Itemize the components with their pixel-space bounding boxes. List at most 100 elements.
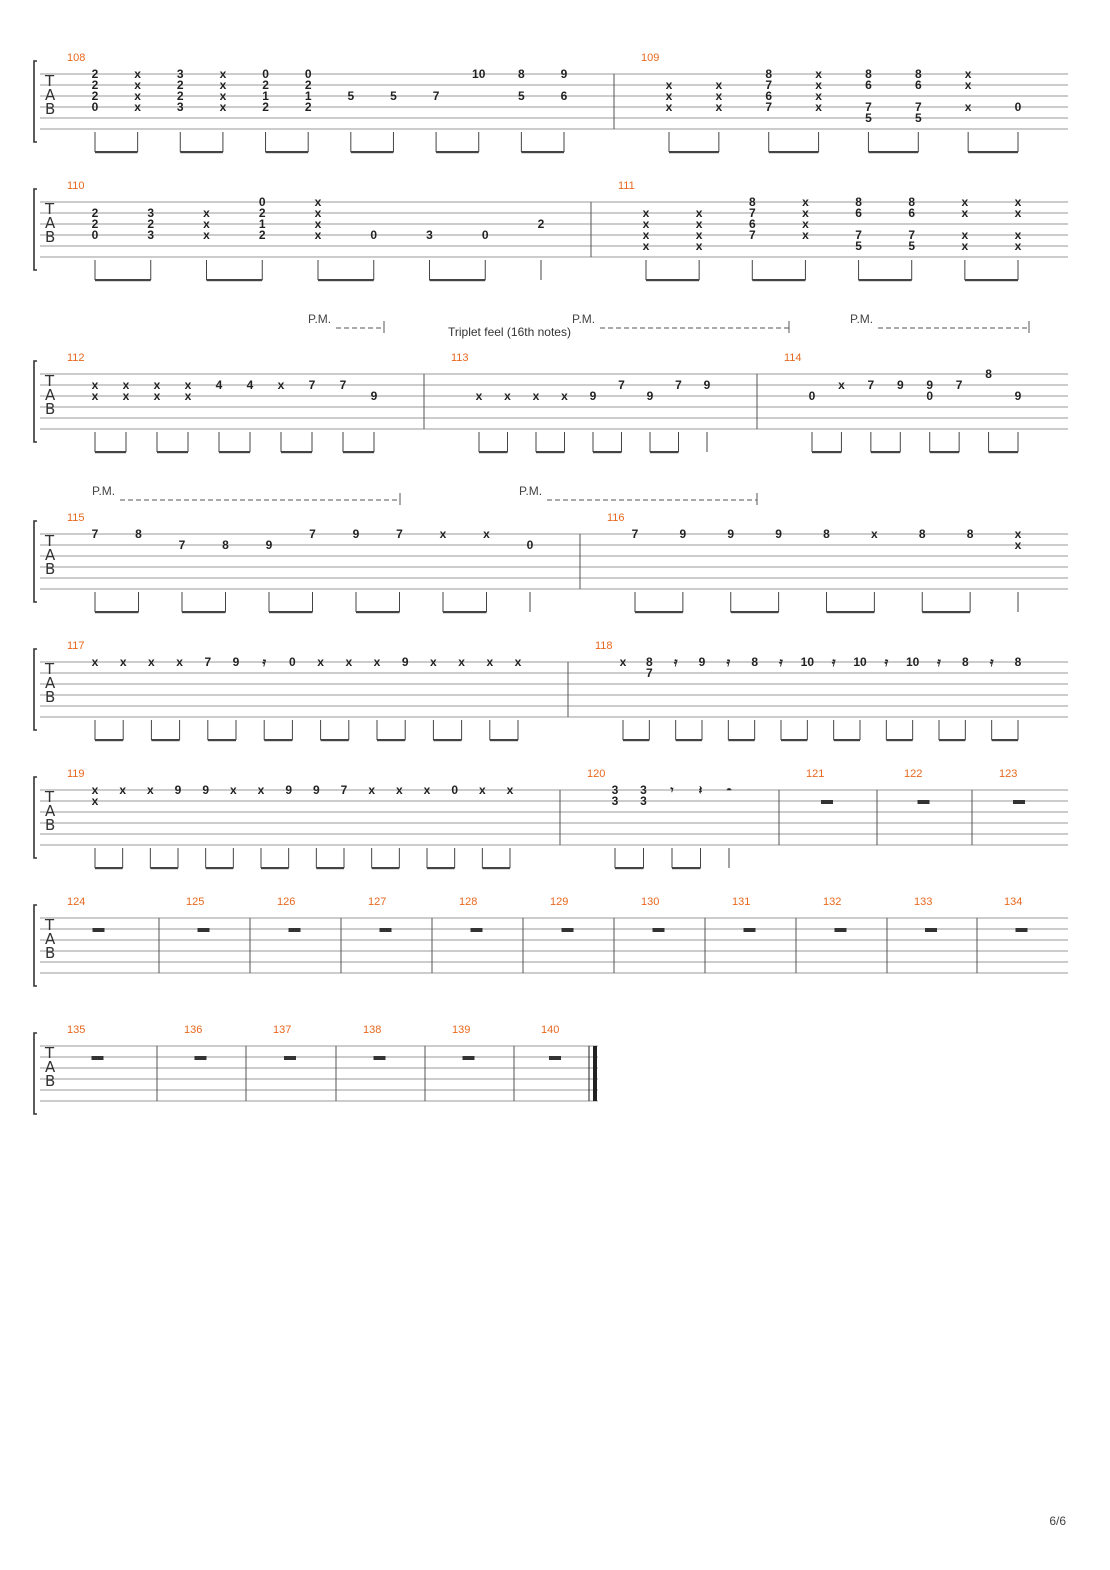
page-number: 6/6 bbox=[1049, 1514, 1066, 1528]
fret-number: x bbox=[203, 228, 210, 242]
beam bbox=[968, 151, 1018, 154]
fret-number: 𝄿 bbox=[261, 655, 266, 669]
fret-number: x bbox=[643, 217, 650, 231]
tab-clef-letter: B bbox=[45, 688, 55, 706]
fret-number: x bbox=[1015, 527, 1022, 541]
fret-number: x bbox=[1015, 538, 1022, 552]
tab-clef-letter: T bbox=[44, 1044, 55, 1062]
beam bbox=[939, 739, 966, 742]
system-bracket bbox=[33, 1032, 37, 1115]
fret-number: 2 bbox=[177, 89, 184, 103]
fret-number: 7 bbox=[204, 655, 211, 669]
fret-number: x bbox=[92, 378, 99, 392]
fret-number: 4 bbox=[216, 378, 223, 392]
beam bbox=[479, 451, 508, 454]
tab-clef-letter: B bbox=[45, 560, 55, 578]
fret-number: 8 bbox=[751, 655, 758, 669]
fret-number: 8 bbox=[518, 67, 525, 81]
fret-number: 8 bbox=[135, 527, 142, 541]
whole-rest bbox=[652, 928, 665, 932]
fret-number: 8 bbox=[1015, 655, 1022, 669]
fret-number: x bbox=[92, 783, 99, 797]
fret-number: 7 bbox=[92, 527, 99, 541]
fret-number: x bbox=[962, 228, 969, 242]
fret-number: 3 bbox=[426, 228, 433, 242]
beam bbox=[356, 611, 400, 614]
fret-number: 2 bbox=[92, 89, 99, 103]
beam bbox=[922, 611, 971, 614]
fret-number: x bbox=[643, 228, 650, 242]
measure-number: 110 bbox=[67, 180, 85, 192]
beam bbox=[429, 279, 486, 282]
fret-number: x bbox=[666, 89, 673, 103]
fret-number: x bbox=[123, 389, 130, 403]
fret-number: 2 bbox=[92, 217, 99, 231]
measure-number: 132 bbox=[823, 896, 841, 908]
tab-clef-letter: T bbox=[44, 660, 55, 678]
fret-number: x bbox=[815, 78, 822, 92]
beam bbox=[870, 451, 901, 454]
whole-rest bbox=[462, 1056, 475, 1060]
whole-rest bbox=[92, 928, 105, 932]
fret-number: 5 bbox=[865, 111, 872, 125]
fret-number: 1 bbox=[259, 217, 266, 231]
beam bbox=[623, 739, 650, 742]
measure-number: 109 bbox=[641, 52, 659, 64]
whole-rest bbox=[470, 928, 483, 932]
fret-number: x bbox=[258, 783, 265, 797]
beam bbox=[261, 867, 289, 870]
fret-number: x bbox=[154, 378, 161, 392]
measure-number: 113 bbox=[451, 352, 469, 364]
fret-number: 5 bbox=[915, 111, 922, 125]
fret-number: 3 bbox=[612, 783, 619, 797]
measure-number: 127 bbox=[368, 896, 386, 908]
measure-number: 119 bbox=[67, 768, 85, 780]
beam bbox=[728, 739, 755, 742]
fret-number: x bbox=[965, 100, 972, 114]
beam bbox=[151, 739, 180, 742]
fret-number: 7 bbox=[855, 228, 862, 242]
fret-number: 7 bbox=[646, 666, 653, 680]
fret-number: 5 bbox=[518, 89, 525, 103]
fret-number: x bbox=[134, 89, 141, 103]
fret-number: 7 bbox=[765, 78, 772, 92]
tab-clef-letter: T bbox=[44, 372, 55, 390]
whole-rest bbox=[917, 800, 930, 804]
fret-number: 2 bbox=[92, 67, 99, 81]
measure-number: 111 bbox=[618, 180, 635, 192]
fret-number: x bbox=[315, 206, 322, 220]
fret-number: 10 bbox=[801, 655, 815, 669]
fret-number: 8 bbox=[967, 527, 974, 541]
fret-number: 9 bbox=[680, 527, 687, 541]
fret-number: 0 bbox=[289, 655, 296, 669]
fret-number: x bbox=[220, 78, 227, 92]
fret-number: 9 bbox=[561, 67, 568, 81]
tab-clef-letter: A bbox=[45, 1058, 56, 1076]
fret-number: 4 bbox=[247, 378, 254, 392]
tab-clef-letter: A bbox=[45, 386, 56, 404]
beam bbox=[752, 279, 806, 282]
measure-number: 140 bbox=[541, 1024, 559, 1036]
fret-number: x bbox=[315, 195, 322, 209]
palm-mute-label: P.M. bbox=[308, 312, 331, 326]
fret-number: x bbox=[430, 655, 437, 669]
fret-number: 𝄾 bbox=[669, 783, 674, 797]
fret-number: 2 bbox=[259, 228, 266, 242]
fret-number: x bbox=[802, 228, 809, 242]
beam bbox=[350, 151, 394, 154]
fret-number: 8 bbox=[222, 538, 229, 552]
fret-number: 𝄽 bbox=[699, 783, 703, 797]
fret-number: 0 bbox=[809, 389, 816, 403]
whole-rest bbox=[197, 928, 210, 932]
fret-number: 7 bbox=[179, 538, 186, 552]
fret-number: 0 bbox=[482, 228, 489, 242]
fret-number: 9 bbox=[313, 783, 320, 797]
fret-number: 2 bbox=[538, 217, 545, 231]
beam bbox=[672, 867, 701, 870]
fret-number: 7 bbox=[749, 206, 756, 220]
fret-number: 0 bbox=[370, 228, 377, 242]
system-bracket bbox=[33, 648, 37, 731]
measure-number: 120 bbox=[587, 768, 605, 780]
beam bbox=[991, 739, 1018, 742]
beam bbox=[265, 151, 309, 154]
